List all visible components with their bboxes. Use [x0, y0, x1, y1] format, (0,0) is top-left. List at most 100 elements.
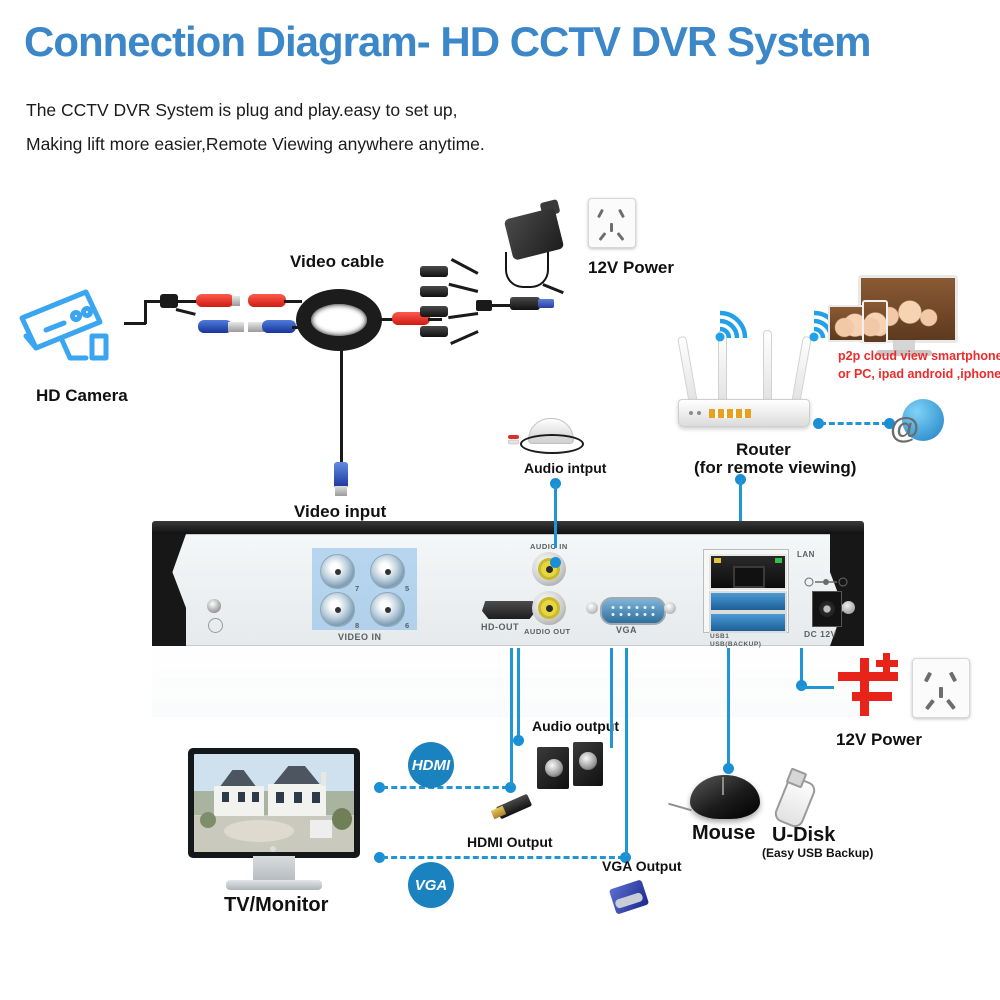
dc-to-power-line-h: [800, 686, 834, 689]
power-adapter-cord-loop: [505, 252, 549, 288]
monitor-screen: [194, 754, 354, 852]
mouse-node: [723, 763, 734, 774]
speaker-left: [537, 747, 569, 789]
router-label: Router: [736, 440, 791, 459]
udisk-sublabel: (Easy USB Backup): [762, 846, 874, 860]
at-symbol-icon: @: [890, 412, 920, 445]
router-body: [678, 399, 810, 427]
hdmi-to-dvr-line: [510, 648, 513, 786]
router-sublabel: (for remote viewing): [694, 458, 857, 477]
dc-power-node: [796, 680, 807, 691]
dc-splitter-hub: [476, 300, 492, 311]
video-in-port-6[interactable]: [370, 592, 405, 627]
audio-output-node: [513, 735, 524, 746]
dc-barrel-plug: [510, 297, 540, 310]
audio-in-label: AUDIO IN: [530, 542, 568, 551]
power-adapter-cord: [542, 283, 564, 294]
subtitle-line-2: Making lift more easier,Remote Viewing a…: [26, 134, 485, 154]
wall-socket-bottom: [912, 658, 970, 718]
dc-12v-label: DC 12V: [804, 629, 837, 639]
video-input-label: Video input: [294, 502, 387, 521]
audio-output-line-right: [610, 648, 613, 748]
wire-to-blue-bnc: [175, 308, 196, 316]
audio-out-label: AUDIO OUT: [524, 627, 571, 636]
usb1-label: USB1: [710, 633, 730, 640]
hdmi-badge: HDMI: [408, 742, 454, 788]
bnc-ferrule-2: [248, 322, 264, 332]
vga-output-label: VGA Output: [602, 858, 682, 874]
vga-screw-left: [586, 602, 598, 614]
udisk-label: U-Disk: [772, 824, 836, 846]
dc-splitter-trunk: [492, 304, 512, 307]
wall-socket-top: [588, 198, 636, 248]
bnc-ferrule-1: [228, 322, 244, 332]
vga-badge: VGA: [408, 862, 454, 908]
camera-lead-wire-riser: [144, 300, 147, 324]
audio-out-port[interactable]: [532, 591, 566, 625]
page-title: Connection Diagram- HD CCTV DVR System: [24, 18, 871, 65]
cloud-smartphone: [862, 300, 888, 344]
usb-backup-label: USB(BACKUP): [710, 641, 762, 648]
cloud-text-line-1: p2p cloud view smartphone: [838, 349, 1000, 363]
monitor-stand: [253, 856, 295, 882]
video-in-port-group[interactable]: 7 5 8 6: [312, 548, 417, 630]
hdmi-output-label: HDMI Output: [467, 834, 553, 850]
dc-12v-port[interactable]: [812, 591, 842, 627]
mouse-button-split: [722, 777, 724, 795]
video-in-port-7[interactable]: [320, 554, 355, 589]
dc-splitter-branch-2: [448, 282, 479, 293]
lan-port[interactable]: [709, 554, 787, 590]
vga-line-dvr-node: [620, 852, 631, 863]
router-cloud-node: [813, 418, 824, 429]
rca-ferrule-1: [232, 296, 240, 306]
rca-connector-red-2: [248, 294, 286, 307]
monitor-power-led: [270, 846, 276, 852]
hd-camera-label: HD Camera: [36, 386, 128, 405]
vga-port[interactable]: [600, 597, 666, 625]
battery-symbol-stem: [860, 658, 869, 716]
hd-out-port[interactable]: [482, 601, 536, 619]
dvr-ground-symbol: [208, 618, 223, 633]
dvr-reflection: [152, 647, 864, 717]
audio-input-line: [554, 484, 557, 548]
video-in-port-8[interactable]: [320, 592, 355, 627]
bnc-connector-blue-1: [198, 320, 232, 333]
dc-plug-2: [420, 286, 448, 297]
microphone-ring: [520, 434, 584, 454]
internet-globe-icon: [902, 399, 944, 441]
router-antenna-1: [677, 335, 698, 405]
camera-cable-splitter: [160, 294, 178, 308]
wire-to-red-rca: [176, 300, 198, 303]
camera-lead-wire: [124, 322, 146, 325]
rca-connector-red-1: [196, 294, 234, 307]
audio-in-port[interactable]: [532, 552, 566, 586]
power-12v-bottom-label: 12V Power: [836, 730, 922, 749]
vga-screw-right: [664, 602, 676, 614]
cloud-text-line-2: or PC, ipad android ,iphone.: [838, 367, 1000, 381]
tv-monitor-label: TV/Monitor: [224, 894, 329, 916]
video-in-number-7: 7: [355, 584, 360, 593]
subtitle-line-1: The CCTV DVR System is plug and play.eas…: [26, 100, 458, 120]
wire-rca-to-splitter: [428, 318, 442, 321]
usb-to-mouse-line: [727, 648, 730, 770]
usb-port-backup[interactable]: [709, 612, 787, 633]
battery-symbol-long-bar-2: [852, 692, 892, 701]
mouse-cable: [668, 802, 692, 812]
hdmi-line-monitor-node: [374, 782, 385, 793]
cloud-tv-stand: [893, 340, 915, 352]
bnc-connector-blue-2: [262, 320, 296, 333]
wire-coil-out: [378, 318, 394, 321]
audio-output-label: Audio output: [532, 718, 620, 734]
video-cable-coil: [296, 289, 382, 351]
microphone-rca-leads: [507, 432, 528, 445]
video-cable-label: Video cable: [290, 252, 385, 271]
dc-plug-1: [420, 266, 448, 277]
router-line-node-top: [735, 474, 746, 485]
video-in-port-5[interactable]: [370, 554, 405, 589]
video-in-number-8: 8: [355, 621, 360, 630]
dc-splitter-branch-4: [450, 330, 479, 345]
vga-to-dvr-line: [625, 648, 628, 856]
video-input-bnc-collar: [335, 486, 347, 496]
usb-port-1[interactable]: [709, 591, 787, 612]
tv-monitor: [188, 748, 360, 858]
